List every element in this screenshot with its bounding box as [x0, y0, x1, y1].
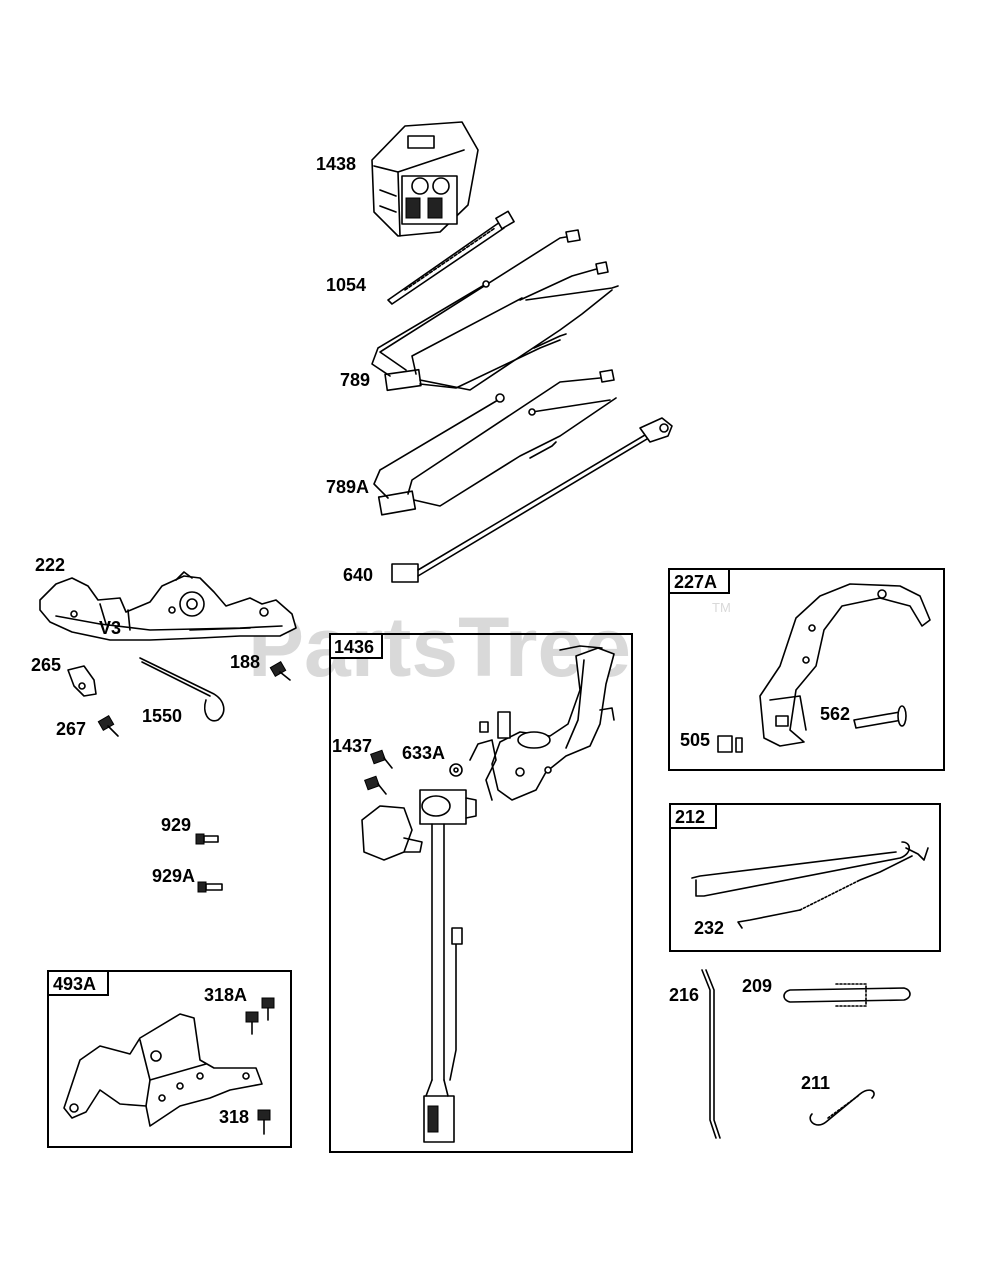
callout-929a: 929A: [152, 866, 195, 886]
box-212-tag: [669, 803, 717, 829]
callout-318: 318: [219, 1107, 249, 1127]
box-493a: [47, 970, 292, 1148]
part-188-screw: [269, 660, 291, 681]
callout-789: 789: [340, 370, 370, 390]
callout-222: 222: [35, 555, 65, 575]
callout-640: 640: [343, 565, 373, 585]
part-265-clip: [67, 665, 97, 697]
part-227a-bracket: [759, 583, 931, 747]
part-209-spring: [783, 983, 911, 1007]
callout-232: 232: [694, 918, 724, 938]
part-1054-cable-tie: [387, 210, 515, 305]
part-1550-spring: [139, 657, 225, 722]
callout-209: 209: [742, 976, 772, 996]
box-212-label: 212: [675, 807, 705, 827]
callout-v3: V3: [99, 618, 121, 638]
callout-929: 929: [161, 815, 191, 835]
callout-1054: 1054: [326, 275, 366, 295]
part-929-screw: [195, 833, 219, 845]
watermark-trademark: TM: [712, 600, 731, 615]
box-227a-tag: [668, 568, 730, 594]
callout-267: 267: [56, 719, 86, 739]
box-227a: [668, 568, 945, 771]
part-1438-module: [371, 121, 479, 237]
box-493a-label: 493A: [53, 974, 96, 994]
callout-188: 188: [230, 652, 260, 672]
part-789-harness: [371, 229, 619, 392]
box-493a-tag: [47, 970, 109, 996]
callout-1438: 1438: [316, 154, 356, 174]
callout-505: 505: [680, 730, 710, 750]
part-929a-screw: [197, 881, 223, 893]
box-1436-tag: [329, 633, 383, 659]
part-1436-governor-assembly: [361, 645, 615, 1143]
part-318-screw: [257, 1109, 271, 1135]
box-227a-label: 227A: [674, 572, 717, 592]
callout-789a: 789A: [326, 477, 369, 497]
part-562-pin: [853, 705, 907, 729]
part-216-rod: [701, 969, 721, 1139]
callout-633a: 633A: [402, 743, 445, 763]
part-211-spring: [809, 1089, 875, 1126]
callout-1550: 1550: [142, 706, 182, 726]
part-267-screw: [97, 714, 119, 737]
part-789a-harness: [373, 369, 617, 516]
callout-211: 211: [801, 1073, 830, 1093]
callout-1437: 1437: [332, 736, 372, 756]
callout-265: 265: [31, 655, 61, 675]
box-212: [669, 803, 941, 952]
part-318a-screws: [245, 997, 275, 1035]
part-212-rod-spring: [691, 841, 929, 929]
callout-216: 216: [669, 985, 699, 1005]
part-493a-bracket: [63, 1013, 263, 1127]
part-640-wire: [391, 417, 673, 583]
box-1436-label: 1436: [334, 637, 374, 657]
callout-318a: 318A: [204, 985, 247, 1005]
callout-562: 562: [820, 704, 850, 724]
watermark: PartsTree: [248, 600, 631, 694]
part-505-nut: [717, 735, 743, 753]
box-1436: [329, 633, 633, 1153]
part-222-control-bracket: [39, 571, 297, 641]
